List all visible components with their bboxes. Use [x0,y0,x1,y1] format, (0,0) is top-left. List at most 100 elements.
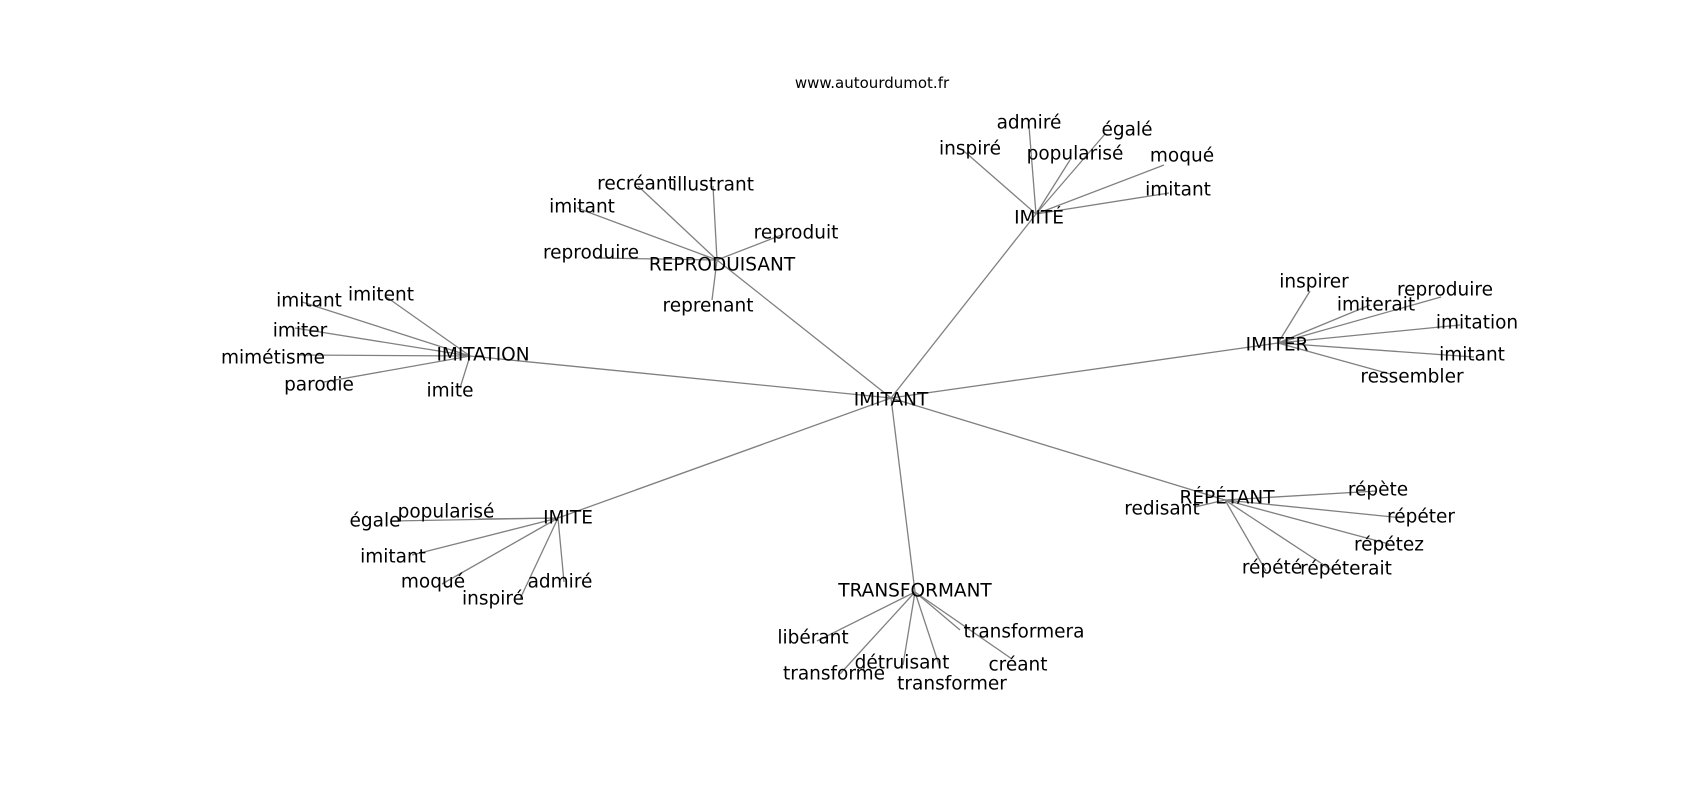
edge-hub-leaf [1224,499,1267,572]
leaf-node: imitant [276,291,342,312]
leaf-node: admiré [528,572,593,593]
leaf-node: détruisant [855,653,950,674]
hub-node: IMITÉ [1014,207,1064,229]
edge-hub-leaf [816,591,916,642]
leaf-node: illustrant [672,175,754,196]
edge-root-hub [716,259,892,399]
leaf-node: imite [427,381,474,402]
edge-hub-leaf [519,517,559,600]
hub-node: TRANSFORMANT [837,581,992,602]
edge-hub-leaf [711,259,718,301]
leaf-node: imitant [360,547,426,568]
edge-hub-leaf [294,327,471,357]
leaf-node: imitant [1439,345,1505,366]
edge-hub-leaf [1028,125,1037,215]
edge-hub-leaf [1035,192,1170,215]
leaf-node: créant [988,655,1047,676]
edge-hub-leaf [1277,304,1371,344]
edge-hub-leaf [902,591,916,666]
leaf-node: imiter [273,321,328,342]
leaf-node: libérant [777,628,848,649]
edge-hub-leaf [914,591,961,631]
leaf-node: imiterait [1337,295,1415,316]
edge-hub-leaf [637,185,718,261]
edge-hub-leaf [1277,342,1475,358]
edge-root-hub [469,355,892,399]
hub-node: IMITATION [436,345,529,366]
edge-hub-leaf [1224,499,1334,572]
edge-root-hub [890,213,1037,399]
leaf-node: imitent [348,285,414,306]
edge-root-hub [890,397,916,593]
edge-hub-leaf [839,591,916,675]
edge-hub-leaf [1224,499,1404,519]
leaf-node: inspirer [1279,272,1349,293]
leaf-node: imitant [1145,180,1211,201]
leaf-node: redisant [1124,499,1199,520]
leaf-node: ressembler [1360,367,1464,388]
edge-root-hub [890,397,1226,501]
edge-hub-leaf [1224,490,1378,501]
hub-node: REPRODUISANT [649,255,796,276]
leaf-node: répète [1348,480,1408,501]
leaf-node: égalé [1102,120,1153,141]
edge-hub-leaf [459,355,471,389]
edge-hub-leaf [1194,499,1226,508]
edge-hub-leaf [1035,159,1071,215]
root-node: IMITANT [854,390,929,411]
edge-hub-leaf [1277,290,1311,344]
leaf-node: moqué [1150,146,1214,167]
leaf-node: transforme [783,664,885,685]
leaf-node: popularisé [1027,144,1124,165]
leaf-node: reproduire [543,243,639,264]
leaf-node: parodie [284,375,354,396]
site-url: www.autourdumot.fr [795,74,950,92]
edge-root-hub [557,397,892,519]
edge-hub-leaf [323,355,471,383]
edge-hub-leaf [716,233,785,261]
edge-hub-leaf [1224,499,1390,545]
edge-hub-leaf [1035,164,1165,215]
edge-hub-leaf [964,151,1037,215]
edge-hub-leaf [914,591,1013,660]
edge-hub-leaf [557,517,565,583]
edge-hub-leaf [576,207,718,261]
leaf-node: inspiré [939,139,1001,160]
leaf-node: imitant [549,197,615,218]
leaf-node: répéter [1387,507,1455,528]
edge-hub-leaf [299,354,471,357]
leaf-node: popularisé [398,502,495,523]
edge-hub-leaf [1035,133,1106,215]
leaf-node: recréant [597,174,675,195]
edge-hub-leaf [384,295,471,357]
edge-hub-leaf [441,517,559,585]
edge-hub-leaf [1277,342,1391,375]
leaf-node: reprenant [663,296,754,317]
leaf-node: reproduit [754,223,839,244]
leaf-node: moqué [401,572,465,593]
leaf-node: imitation [1436,313,1518,334]
leaf-node: répétez [1354,535,1424,556]
edge-hub-leaf [477,517,559,520]
edge-hub-leaf [712,185,718,261]
hub-node: IMITER [1246,335,1309,356]
leaf-node: admiré [997,113,1062,134]
edges [294,125,1475,675]
leaf-node: inspiré [462,589,524,610]
hub-node: RÉPÉTANT [1179,487,1275,509]
hub-node: IMITE [543,508,593,529]
leaf-node: transformera [963,622,1084,643]
edge-hub-leaf [301,301,471,357]
leaf-node: transformer [897,674,1007,695]
leaf-node: reproduire [1397,280,1493,301]
edge-hub-leaf [411,517,559,556]
edge-root-hub [890,342,1279,399]
leaf-node: répéterait [1300,559,1392,580]
leaf-node: égale [350,511,401,532]
leaf-node: répété [1242,558,1302,579]
edge-hub-leaf [595,257,718,261]
labels: IMITANT IMITATION imitant imitent imiter mimé… [221,113,1518,695]
edge-hub-leaf [1277,324,1461,344]
leaf-node: mimétisme [221,348,325,369]
